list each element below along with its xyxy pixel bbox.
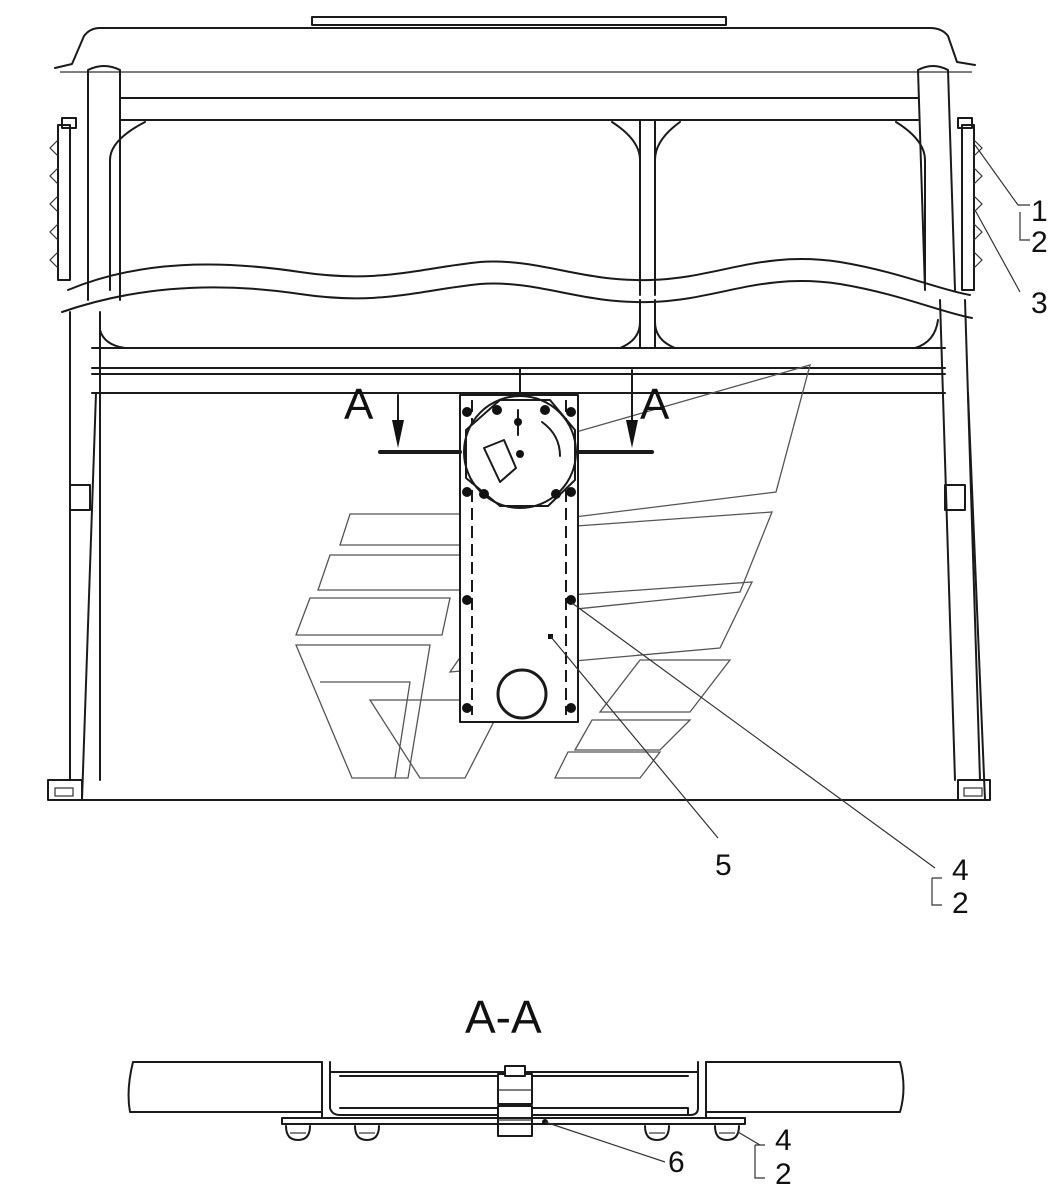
callout-2: 2 bbox=[1031, 226, 1048, 259]
callout-3: 3 bbox=[1031, 287, 1048, 320]
section-marker-right: A bbox=[640, 380, 670, 429]
callout-2-section: 2 bbox=[775, 1158, 792, 1191]
section-title: A-A bbox=[465, 991, 542, 1043]
callout-1: 1 bbox=[1031, 195, 1048, 228]
left-bracket bbox=[69, 484, 91, 511]
center-bolt bbox=[497, 1065, 533, 1137]
bottom-panel bbox=[81, 392, 986, 801]
callout-4-section: 4 bbox=[775, 1124, 792, 1157]
fasteners bbox=[285, 1125, 740, 1141]
right-upright bbox=[917, 65, 956, 291]
left-insulation bbox=[127, 1061, 323, 1113]
left-upright bbox=[87, 65, 121, 301]
section-line bbox=[378, 369, 654, 454]
outer-plate bbox=[281, 1117, 746, 1125]
front-view: A A 1 2 3 5 4 2 bbox=[47, 16, 1048, 920]
right-seal bbox=[957, 117, 983, 291]
right-lower-upright bbox=[939, 299, 981, 781]
break-line-lower bbox=[61, 280, 973, 319]
right-insulation bbox=[705, 1061, 905, 1113]
callout-5: 5 bbox=[715, 849, 732, 882]
left-seal bbox=[49, 117, 77, 281]
break-line-upper bbox=[67, 258, 971, 296]
center-divider bbox=[639, 119, 656, 296]
central-plate bbox=[459, 394, 579, 723]
drain-hole bbox=[496, 668, 548, 720]
hatch-slot bbox=[541, 421, 561, 457]
leader-lines bbox=[550, 144, 1030, 906]
center-divider-lower bbox=[639, 299, 656, 349]
left-lower-upright bbox=[69, 311, 101, 781]
small-rivet bbox=[548, 634, 553, 639]
right-foot-slot bbox=[963, 787, 983, 797]
left-foot bbox=[47, 779, 83, 801]
rivets bbox=[462, 405, 576, 713]
callout-2-lower: 2 bbox=[952, 887, 969, 920]
callout-4: 4 bbox=[952, 854, 969, 887]
lower-left-pane bbox=[99, 317, 641, 349]
right-foot bbox=[957, 779, 991, 801]
upper-right-pane bbox=[654, 121, 926, 286]
section-view: A-A bbox=[127, 991, 905, 1191]
upper-left-pane bbox=[109, 121, 641, 291]
hatch-window bbox=[483, 439, 517, 483]
lower-right-pane bbox=[654, 319, 939, 349]
cover-outline-top bbox=[54, 27, 976, 69]
top-strip bbox=[311, 16, 727, 26]
left-foot-slot bbox=[54, 787, 74, 797]
callout-6: 6 bbox=[668, 1146, 685, 1179]
hatch-lid bbox=[339, 1107, 689, 1115]
right-bracket bbox=[944, 484, 966, 511]
section-leaders bbox=[544, 1121, 765, 1179]
upper-crossbar bbox=[119, 97, 919, 121]
hatch-center-dot bbox=[516, 450, 524, 458]
lower-crossbar bbox=[91, 347, 946, 394]
section-marker-left: A bbox=[344, 380, 374, 429]
hatch-handle-knob bbox=[514, 418, 522, 426]
